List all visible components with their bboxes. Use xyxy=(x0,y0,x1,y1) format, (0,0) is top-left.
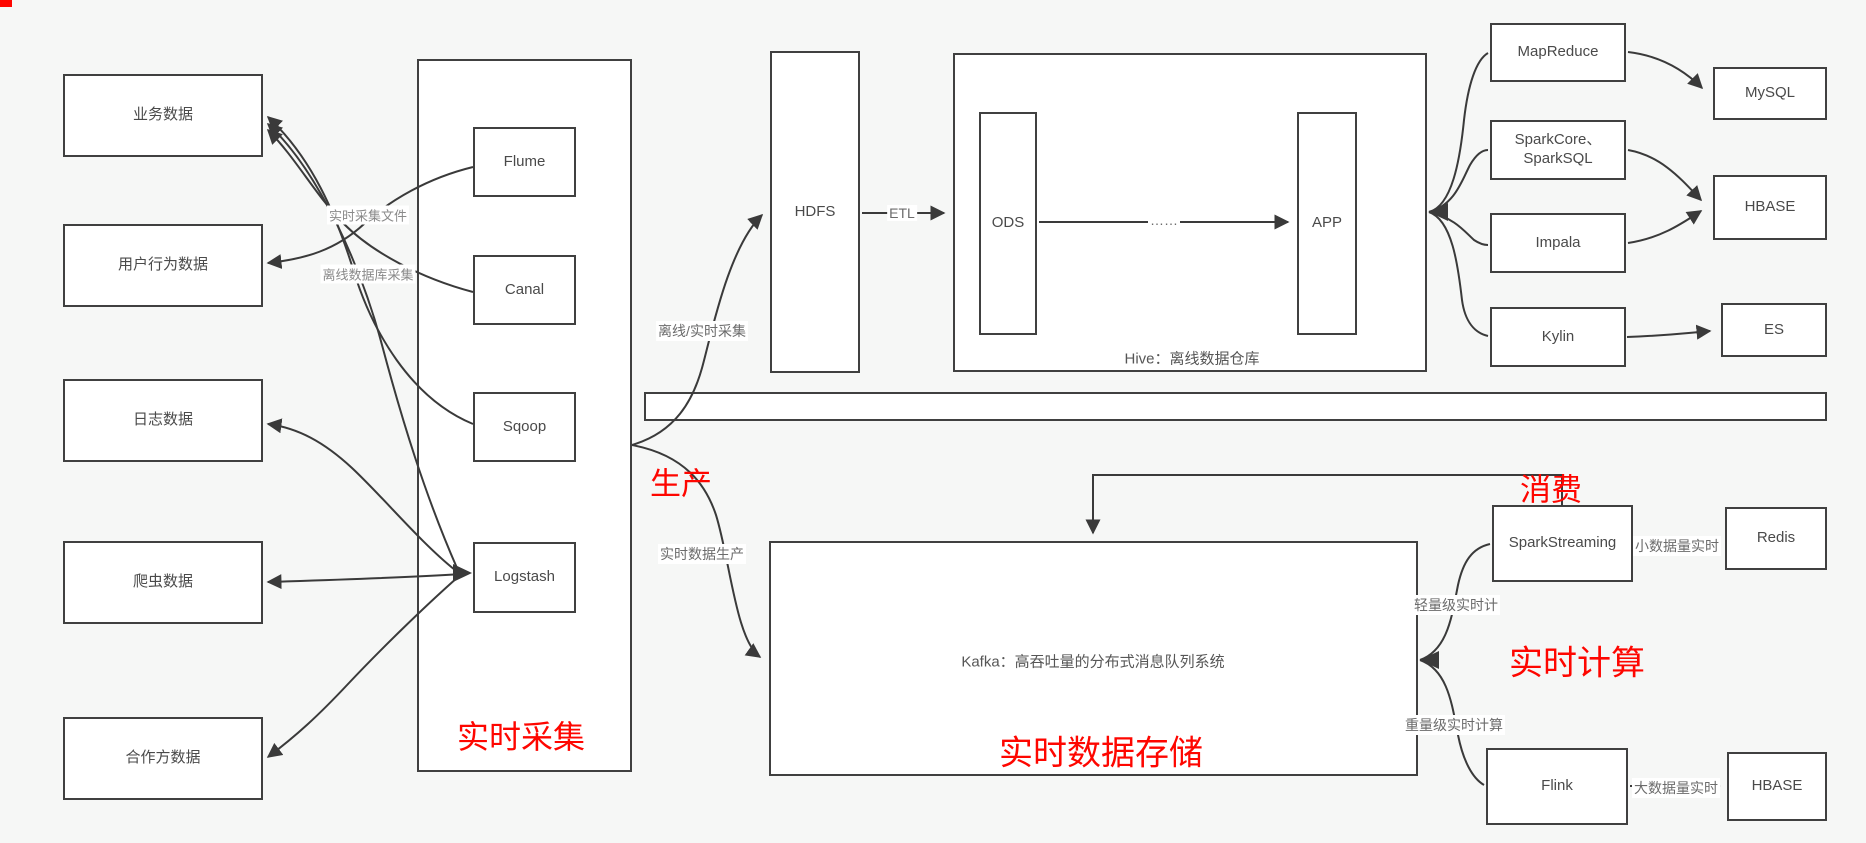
annotation-consume: 消费 xyxy=(1520,472,1582,508)
node-log-data[interactable]: 日志数据 xyxy=(63,379,263,462)
edge-hive-kylin xyxy=(1428,211,1489,337)
node-label: Flume xyxy=(503,152,546,170)
node-es[interactable]: ES xyxy=(1721,303,1827,357)
container-kafka[interactable] xyxy=(769,541,1418,776)
node-sparkstreaming[interactable]: SparkStreaming xyxy=(1492,505,1633,582)
edge-label-heavy-rt: 重量级实时计算 xyxy=(1403,715,1505,735)
node-hbase[interactable]: HBASE xyxy=(1713,175,1827,240)
node-app[interactable]: APP xyxy=(1297,112,1357,335)
edge-kylin-es xyxy=(1626,324,1712,340)
edge-label-realtime-file: 实时采集文件 xyxy=(326,205,410,225)
node-label: 业务数据 xyxy=(132,106,193,124)
edge-label-dots: …… xyxy=(1148,212,1180,228)
node-impala[interactable]: Impala xyxy=(1490,213,1626,273)
node-label: Impala xyxy=(1535,233,1581,251)
node-label: SparkCore、SparkSQL xyxy=(1514,131,1602,167)
node-label: Redis xyxy=(1756,529,1796,547)
corner-red-mark xyxy=(0,0,12,7)
node-label: Kylin xyxy=(1541,327,1575,345)
node-crawler-data[interactable]: 爬虫数据 xyxy=(63,541,263,624)
edge-label-light-rt: 轻量级实时计 xyxy=(1412,595,1500,615)
node-label: ES xyxy=(1763,320,1784,338)
node-business-data[interactable]: 业务数据 xyxy=(63,74,263,157)
node-kylin[interactable]: Kylin xyxy=(1490,307,1626,367)
node-label: MySQL xyxy=(1744,84,1795,102)
node-label: MapReduce xyxy=(1517,43,1599,61)
node-mysql[interactable]: MySQL xyxy=(1713,67,1827,120)
node-label: 合作方数据 xyxy=(125,749,201,767)
node-user-behavior-data[interactable]: 用户行为数据 xyxy=(63,224,263,307)
node-flink[interactable]: Flink xyxy=(1486,748,1628,825)
edge-impala-hbase xyxy=(1627,210,1703,244)
annotation-realtime-storage: 实时数据存储 xyxy=(999,734,1203,773)
kafka-fan-arrowhead xyxy=(1420,651,1439,669)
edge-hive-mapreduce xyxy=(1428,52,1489,213)
node-label: Logstash xyxy=(494,568,555,586)
kafka-caption: Kafka：高吞吐量的分布式消息队列系统 xyxy=(961,653,1225,671)
node-canal[interactable]: Canal xyxy=(473,255,576,325)
edge-mapreduce-mysql xyxy=(1627,51,1704,90)
edge-label-etl: ETL xyxy=(887,205,917,221)
node-sqoop[interactable]: Sqoop xyxy=(473,392,576,462)
edge-sparkcore-hbase xyxy=(1627,149,1703,202)
node-flume[interactable]: Flume xyxy=(473,127,576,197)
node-sparkcore-sparksql[interactable]: SparkCore、SparkSQL xyxy=(1490,120,1626,180)
edge-hive-impala xyxy=(1428,211,1489,246)
node-hdfs[interactable]: HDFS xyxy=(770,51,860,373)
node-label: HBASE xyxy=(1744,198,1796,216)
node-redis[interactable]: Redis xyxy=(1725,507,1827,570)
edge-label-offline-realtime: 离线/实时采集 xyxy=(656,321,748,341)
annotation-realtime-collect: 实时采集 xyxy=(456,719,586,755)
node-label: HBASE xyxy=(1751,777,1803,795)
lane-band[interactable] xyxy=(644,392,1827,421)
annotation-realtime-compute: 实时计算 xyxy=(1509,644,1645,683)
node-label: 用户行为数据 xyxy=(117,256,208,274)
node-label: HDFS xyxy=(794,202,836,220)
node-partner-data[interactable]: 合作方数据 xyxy=(63,717,263,800)
edge-label-offline-db: 离线数据库采集 xyxy=(320,264,416,284)
node-label: Canal xyxy=(504,280,545,298)
node-label: Flink xyxy=(1541,777,1573,795)
annotation-produce: 生产 xyxy=(650,466,712,502)
node-label: APP xyxy=(1311,214,1342,232)
edge-hive-sparkcore xyxy=(1428,149,1489,213)
node-ods[interactable]: ODS xyxy=(979,112,1037,335)
edge-label-realtime-produce: 实时数据生产 xyxy=(658,544,746,564)
node-logstash[interactable]: Logstash xyxy=(473,542,576,613)
node-label: 日志数据 xyxy=(132,411,193,429)
hive-fan-arrowhead xyxy=(1429,203,1448,221)
hive-caption: Hive：离线数据仓库 xyxy=(1124,350,1260,368)
node-label: 爬虫数据 xyxy=(132,573,193,591)
node-label: ODS xyxy=(991,214,1025,232)
edge-label-big-rt: 大数据量实时 xyxy=(1632,778,1720,798)
node-label: SparkStreaming xyxy=(1508,534,1617,552)
node-mapreduce[interactable]: MapReduce xyxy=(1490,23,1626,82)
edge-label-small-rt: 小数据量实时 xyxy=(1633,536,1721,556)
node-hbase-realtime[interactable]: HBASE xyxy=(1727,752,1827,821)
node-label: Sqoop xyxy=(502,417,547,435)
